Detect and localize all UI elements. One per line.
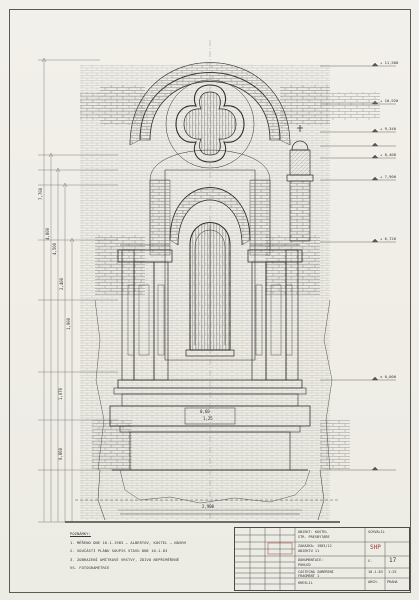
note-item: 1. MĚŘENO DNE 10.1.1983 – ALBERTOV, KOST…: [70, 541, 187, 546]
tb-view: POHLED: [298, 563, 311, 567]
tb-author: ARCH.: [368, 580, 379, 584]
right-turret: [286, 125, 314, 242]
dim-sill: 0,60: [200, 409, 210, 414]
tb-survey: ČÁSTEČNÁ ZAMĚŘENÍ: [298, 570, 334, 574]
upper-arch: [129, 62, 291, 146]
right-level-markers: [320, 62, 396, 471]
tb-scale: 1:25: [388, 570, 397, 574]
title-block-grid: [235, 528, 409, 590]
tb-approved: SCHVÁLIL: [368, 530, 385, 534]
notes-section: POZNÁMKY: 1. MĚŘENO DNE 10.1.1983 – ALBE…: [70, 530, 230, 572]
dim-1900: 1,900: [66, 317, 71, 330]
notes-heading: POZNÁMKY:: [70, 532, 91, 536]
tb-sheet-label: č.: [368, 559, 373, 563]
dim-width: 2,900: [202, 504, 215, 509]
tb-stamp: SHP: [370, 544, 381, 551]
tb-date: 10.1.83: [368, 570, 383, 574]
title-block: OBJEKT: KOSTEL STR. PRESBYTÁŘE ZAKÁZKA: …: [234, 527, 410, 591]
crumbling-walls: [75, 299, 340, 504]
dim-1070: 1,070: [58, 387, 63, 400]
dim-4800: 4,800: [45, 227, 50, 240]
bottom-dimensions: 2,900 1,25 0,60: [118, 409, 302, 511]
dim-2400: 2,400: [59, 277, 64, 290]
note-item: VS. FOTOGRAMETRIE: [70, 565, 110, 570]
left-dimension-values: 7,700 4,800 4,500 2,400 1,900 1,070 0,86…: [38, 187, 71, 460]
level-6: + 6,720: [380, 236, 397, 241]
level-base: ± 0,000: [380, 374, 397, 379]
tb-doc: DOKUMENTACE:: [298, 558, 324, 562]
tb-object: OBJEKT: KOSTEL: [298, 530, 328, 534]
dim-4500: 4,500: [52, 242, 57, 255]
level-5: + 7,900: [380, 174, 397, 179]
tb-order: ZAKÁZKA: 1983/12: [298, 544, 332, 548]
dim-7700: 7,700: [38, 187, 43, 200]
tb-order-sub: OBJEKTU 11: [298, 549, 320, 553]
level-values: + 11,560 + 10,920 + 9,340 + 8,400 + 7,90…: [380, 60, 399, 379]
dim-0860: 0,860: [58, 447, 63, 460]
tb-fragment: FRAGMENT 1: [298, 574, 320, 578]
level-top: + 11,560: [380, 60, 399, 65]
level-4: + 8,400: [380, 152, 397, 157]
note-item: 3. ZOBRAZENÍ OMÍTKOVÉ VRSTVY, ZDIVO NEPŘ…: [70, 557, 180, 562]
sheet-border: [9, 9, 411, 593]
level-2: + 10,920: [380, 98, 399, 103]
level-3: + 9,340: [380, 126, 397, 131]
tb-sheet-number: 17: [389, 557, 397, 564]
window-surround: [149, 149, 271, 361]
tb-object-sub: STR. PRESBYTÁŘE: [298, 535, 330, 539]
tb-drawn: KRESLIL: [298, 581, 313, 585]
dim-window: 1,25: [203, 416, 213, 421]
note-item: 2. SOUČÁSTÍ PLÁNU SOUPIS STAVU DNE 10.1.…: [70, 549, 168, 554]
tb-org: PRAHA: [387, 580, 398, 584]
